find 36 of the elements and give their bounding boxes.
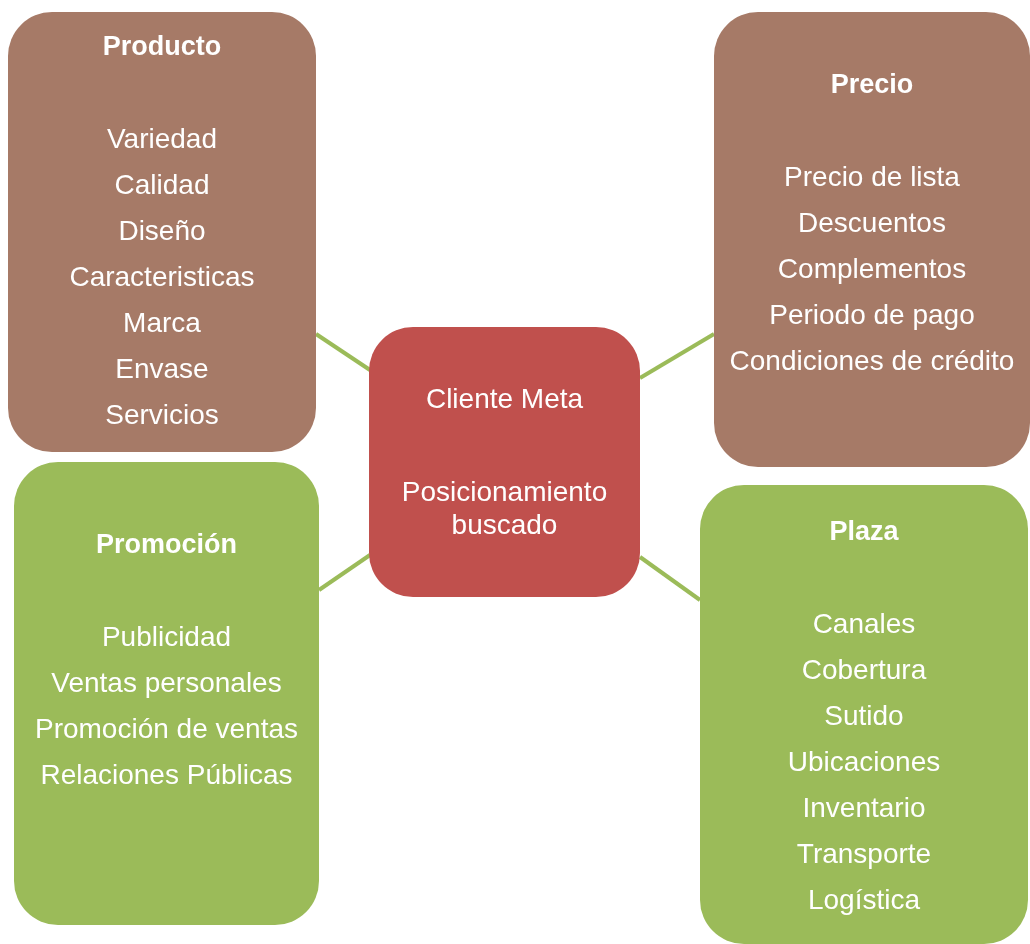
- list-item: Caracteristicas: [69, 260, 255, 293]
- list-item: Condiciones de crédito: [729, 344, 1015, 377]
- list-item: Precio de lista: [784, 160, 960, 193]
- list-item: Ubicaciones: [787, 745, 941, 778]
- center-text: Posicionamiento buscado: [400, 475, 609, 541]
- connector-line: [638, 332, 716, 380]
- list-item: Publicidad: [101, 620, 232, 653]
- list-item: Envase: [115, 352, 209, 385]
- category-heading: Precio: [830, 68, 914, 101]
- list-item: Variedad: [107, 122, 217, 155]
- list-item: Inventario: [802, 791, 926, 824]
- list-item: Transporte: [796, 837, 932, 870]
- list-item: Calidad: [114, 168, 210, 201]
- list-item: Sutido: [824, 699, 904, 732]
- category-heading: Promoción: [96, 528, 237, 561]
- list-item: Complementos: [777, 252, 967, 285]
- category-box: [700, 485, 1028, 944]
- list-item: Descuentos: [798, 206, 946, 239]
- connector-line: [638, 555, 702, 602]
- center-text: Cliente Meta: [425, 382, 584, 415]
- list-item: Relaciones Públicas: [40, 758, 293, 791]
- category-box: [8, 12, 316, 452]
- list-item: Promoción de ventas: [34, 712, 298, 745]
- list-item: Logística: [807, 883, 921, 916]
- category-box: [14, 462, 319, 925]
- list-item: Diseño: [118, 214, 206, 247]
- center-box: [369, 327, 640, 597]
- category-heading: Producto: [102, 30, 222, 63]
- list-item: Cobertura: [801, 653, 927, 686]
- list-item: Servicios: [105, 398, 219, 431]
- list-item: Periodo de pago: [769, 298, 975, 331]
- category-heading: Plaza: [829, 515, 899, 548]
- category-box: [714, 12, 1030, 467]
- list-item: Marca: [123, 306, 201, 339]
- list-item: Ventas personales: [51, 666, 282, 699]
- list-item: Canales: [812, 607, 916, 640]
